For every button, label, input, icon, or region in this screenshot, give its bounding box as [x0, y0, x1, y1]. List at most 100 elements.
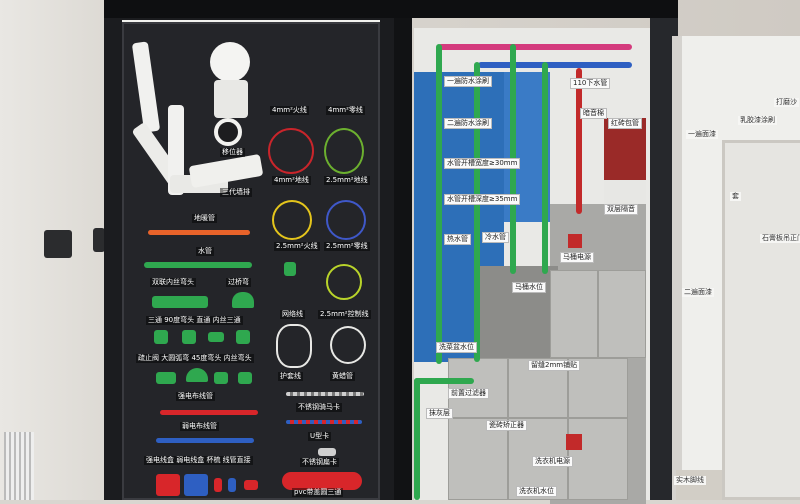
- label-sink-water: 洗菜盆水位: [436, 342, 477, 353]
- label-cold-water: 冷水管: [482, 232, 509, 243]
- wall-tile: [598, 270, 646, 358]
- label-sheathed-cable: 护套线: [278, 372, 303, 381]
- wall-tile: [568, 358, 628, 418]
- weak-current-conduit: [156, 438, 254, 443]
- pvc-covered-tee: [282, 472, 362, 490]
- strong-current-conduit: [160, 410, 258, 415]
- double-soundproof: [604, 180, 646, 206]
- wall-switch: [93, 228, 105, 252]
- arc-bend: [186, 368, 208, 382]
- washing-machine-pipe: [414, 378, 420, 500]
- label-shifter: 移位器: [220, 148, 245, 157]
- 45-degree-elbow: [214, 372, 228, 384]
- washer-power-socket: [566, 434, 582, 450]
- hot-water-main-pipe: [438, 44, 632, 50]
- cold-water-main-pipe: [478, 62, 632, 68]
- label-strong-conduit: 强电布线管: [176, 392, 215, 401]
- wood-skirting: [676, 470, 722, 500]
- label-washer-power: 洗衣机电源: [532, 456, 573, 467]
- label-fragment-tao: 套: [730, 192, 741, 201]
- hot-water-pipe-vertical: [436, 44, 442, 364]
- label-tile-gap: 留缝2mm铺贴: [528, 360, 581, 371]
- label-4mm-neutral: 4mm²零线: [326, 106, 365, 115]
- label-waterproof-2: 二遍防水涂刷: [444, 118, 492, 129]
- label-waterproof-1: 一遍防水涂刷: [444, 76, 492, 87]
- label-floor-heating: 地暖管: [192, 214, 217, 223]
- label-2-5mm-earth: 2.5mm²地线: [324, 176, 370, 185]
- tee-fitting: [154, 330, 168, 344]
- display-divider: [394, 0, 412, 500]
- label-fittings-row1: 三通 90度弯头 直通 内丝三通: [146, 316, 243, 325]
- label-sound-insulation: 暗音棉: [580, 108, 607, 119]
- label-gypsum-door: 石膏板吊正门: [760, 234, 800, 243]
- water-pipe-vertical: [542, 62, 548, 274]
- label-washer-water: 洗衣机水位: [516, 486, 557, 497]
- control-wire: [326, 264, 362, 300]
- label-wax-tube: 黄蜡管: [330, 372, 355, 381]
- label-4mm-live: 4mm²火线: [270, 106, 309, 115]
- groove-area: [478, 266, 558, 366]
- label-pre-filter: 前置过滤器: [448, 388, 489, 399]
- white-drain-pipe: [168, 105, 184, 195]
- label-plaster-layer: 抹灰层: [426, 408, 453, 419]
- neutral-wire-4mm: [324, 128, 364, 174]
- label-wood-skirting: 实木脚线: [674, 476, 706, 485]
- materials-board: [122, 22, 380, 500]
- label-2-5mm-live: 2.5mm²火线: [274, 242, 320, 251]
- water-pipe: [144, 262, 252, 268]
- toilet-power-socket: [568, 234, 582, 248]
- wall-socket: [44, 230, 72, 258]
- conduit-coupler: [244, 480, 258, 490]
- live-wire-2-5mm: [272, 200, 312, 240]
- label-boxes: 强电线盒 弱电线盒 杯梳 线管直接: [144, 456, 253, 465]
- label-4mm-earth: 4mm²地线: [272, 176, 311, 185]
- label-2-5mm-neutral: 2.5mm²零线: [324, 242, 370, 251]
- stop-valve: [156, 372, 176, 384]
- female-elbow: [238, 372, 252, 384]
- label-u-clip: U型卡: [308, 432, 332, 441]
- label-third-gen-drain: 三代墙排: [220, 188, 252, 197]
- label-flat-clip: 不锈钢扁卡: [300, 458, 339, 467]
- cold-water-pipe-vertical: [474, 62, 480, 362]
- label-latex-paint: 乳胶漆涂刷: [738, 116, 777, 125]
- live-wire-4mm: [268, 128, 314, 174]
- conduit-comb: [214, 478, 222, 492]
- neutral-wire-2-5mm: [326, 200, 366, 240]
- label-brick-wrap: 红砖包管: [608, 118, 642, 129]
- sheathed-cable: [330, 326, 366, 364]
- label-groove-width: 水管开槽宽度≥30mm: [444, 158, 521, 169]
- label-control-wire: 2.5mm²控制线: [318, 310, 371, 319]
- label-groove-depth: 水管开槽深度≥35mm: [444, 194, 521, 205]
- floor-heating-pipe: [148, 230, 250, 235]
- label-drain-110: 110下水管: [570, 78, 611, 89]
- drain-pipe-110: [576, 68, 582, 214]
- label-saddle-clip: 不锈钢骑马卡: [296, 403, 342, 412]
- shifter-fitting: [214, 80, 248, 118]
- elbow-fitting: [182, 330, 196, 344]
- label-toilet-power: 马桶电源: [560, 252, 594, 263]
- label-tile-leveler: 瓷砖矫正器: [486, 420, 527, 431]
- label-first-topcoat: 一遍面漆: [686, 130, 718, 139]
- flat-clip: [318, 448, 336, 456]
- wall-edge: [672, 36, 682, 500]
- label-hot-water: 热水管: [444, 234, 471, 245]
- u-clips: [286, 420, 362, 424]
- network-cable: [276, 324, 312, 368]
- weak-current-box: [184, 474, 208, 496]
- label-bridge-bend: 过桥弯: [226, 278, 251, 287]
- label-fittings-row2: 疏止阀 大圆弧弯 45度弯头 内丝弯头: [136, 354, 254, 363]
- label-double-elbow: 双联内丝弯头: [150, 278, 196, 287]
- shifter-ring: [214, 118, 242, 146]
- washing-machine-pipe: [414, 378, 474, 384]
- straight-fitting: [208, 332, 224, 342]
- double-female-elbow: [152, 296, 208, 308]
- label-pvc-tee: pvc带盖圆三通: [292, 488, 344, 497]
- female-tee-fitting: [236, 330, 250, 344]
- label-double-soundproof: 双层隔音: [604, 204, 638, 215]
- display-top-bar: [104, 0, 678, 18]
- label-second-topcoat: 二遍面漆: [682, 288, 714, 297]
- network-wire-clip: [284, 262, 296, 276]
- shifter-fitting: [210, 42, 250, 82]
- label-weak-conduit: 弱电布线管: [180, 422, 219, 431]
- bridge-bend: [232, 292, 254, 308]
